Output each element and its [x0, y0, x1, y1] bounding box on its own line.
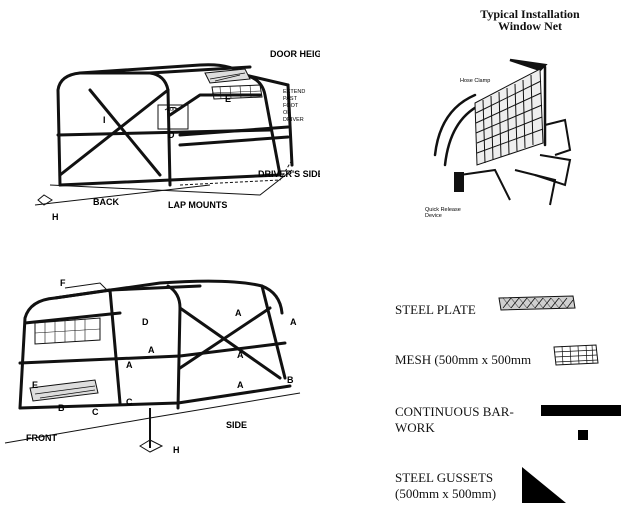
- legend-gussets-label: STEEL GUSSETS (500mm x 500mm): [395, 470, 496, 502]
- mesh-swatch: [553, 344, 599, 366]
- legend-gussets-label-line2: (500mm x 500mm): [395, 486, 497, 501]
- legend-bar-label-line2: WORK: [395, 420, 435, 435]
- extend-label-1: EXTEND: [283, 89, 305, 95]
- label-d: D: [142, 317, 149, 327]
- label-100: 100: [167, 107, 176, 113]
- window-net-title: Typical Installation Window Net: [455, 8, 605, 32]
- legend-gussets-label-line1: STEEL GUSSETS: [395, 470, 494, 485]
- hose-clamp-label: Hose Clamp: [460, 78, 490, 84]
- label-a-4: A: [237, 350, 244, 360]
- lap-mounts-label: LAP MOUNTS: [168, 200, 227, 210]
- back-label: BACK: [93, 197, 119, 207]
- label-d: D: [168, 130, 175, 140]
- window-net-title-line1: Typical Installation: [480, 7, 580, 21]
- label-h: H: [173, 445, 180, 455]
- continuous-bar-swatch: [541, 405, 621, 416]
- label-i: I: [103, 115, 106, 125]
- quick-release-label-2: Device: [425, 213, 442, 219]
- drivers-side-label: DRIVER'S SIDE: [258, 169, 320, 179]
- label-e: E: [32, 380, 38, 390]
- door-height-label: DOOR HEIGHT: [270, 49, 320, 59]
- extend-label-5: DRIVER: [283, 117, 304, 123]
- label-b-1: B: [287, 375, 294, 385]
- window-net-title-line2: Window Net: [497, 19, 563, 33]
- label-a-2: A: [290, 317, 297, 327]
- bottom-roll-cage-diagram: F A A A A A A B B C C D E FRONT SIDE H: [4, 278, 301, 455]
- steel-plate-swatch: [498, 295, 576, 311]
- front-label: FRONT: [26, 433, 57, 443]
- label-a-6: A: [237, 380, 244, 390]
- label-a-5: A: [126, 360, 133, 370]
- window-net-diagram: Hose Clamp Quick Release Device: [425, 58, 572, 219]
- label-f: F: [60, 278, 66, 288]
- steel-gusset-swatch: [522, 467, 566, 503]
- legend-bar-label-line1: CONTINUOUS BAR-: [395, 404, 514, 419]
- extend-label-3: FOOT: [283, 103, 299, 109]
- legend-steel-plate-label: STEEL PLATE: [395, 302, 476, 317]
- legend-bar-label: CONTINUOUS BAR- WORK: [395, 404, 514, 436]
- label-h: H: [52, 212, 59, 222]
- side-label: SIDE: [226, 420, 247, 430]
- bar-end-square-swatch: [578, 430, 588, 440]
- label-e: E: [225, 94, 231, 104]
- label-c-1: C: [126, 397, 133, 407]
- label-c-2: C: [92, 407, 99, 417]
- label-a-3: A: [148, 345, 155, 355]
- label-a-1: A: [235, 308, 242, 318]
- legend-mesh-label: MESH (500mm x 500mm: [395, 352, 532, 367]
- extend-label-2: PAST: [283, 96, 298, 102]
- top-roll-cage-diagram: DOOR HEIGHT EXTEND PAST FOOT OF DRIVER D…: [34, 49, 320, 222]
- quick-release-label-1: Quick Release: [425, 207, 461, 213]
- label-b-2: B: [58, 403, 65, 413]
- extend-label-4: OF: [283, 110, 291, 116]
